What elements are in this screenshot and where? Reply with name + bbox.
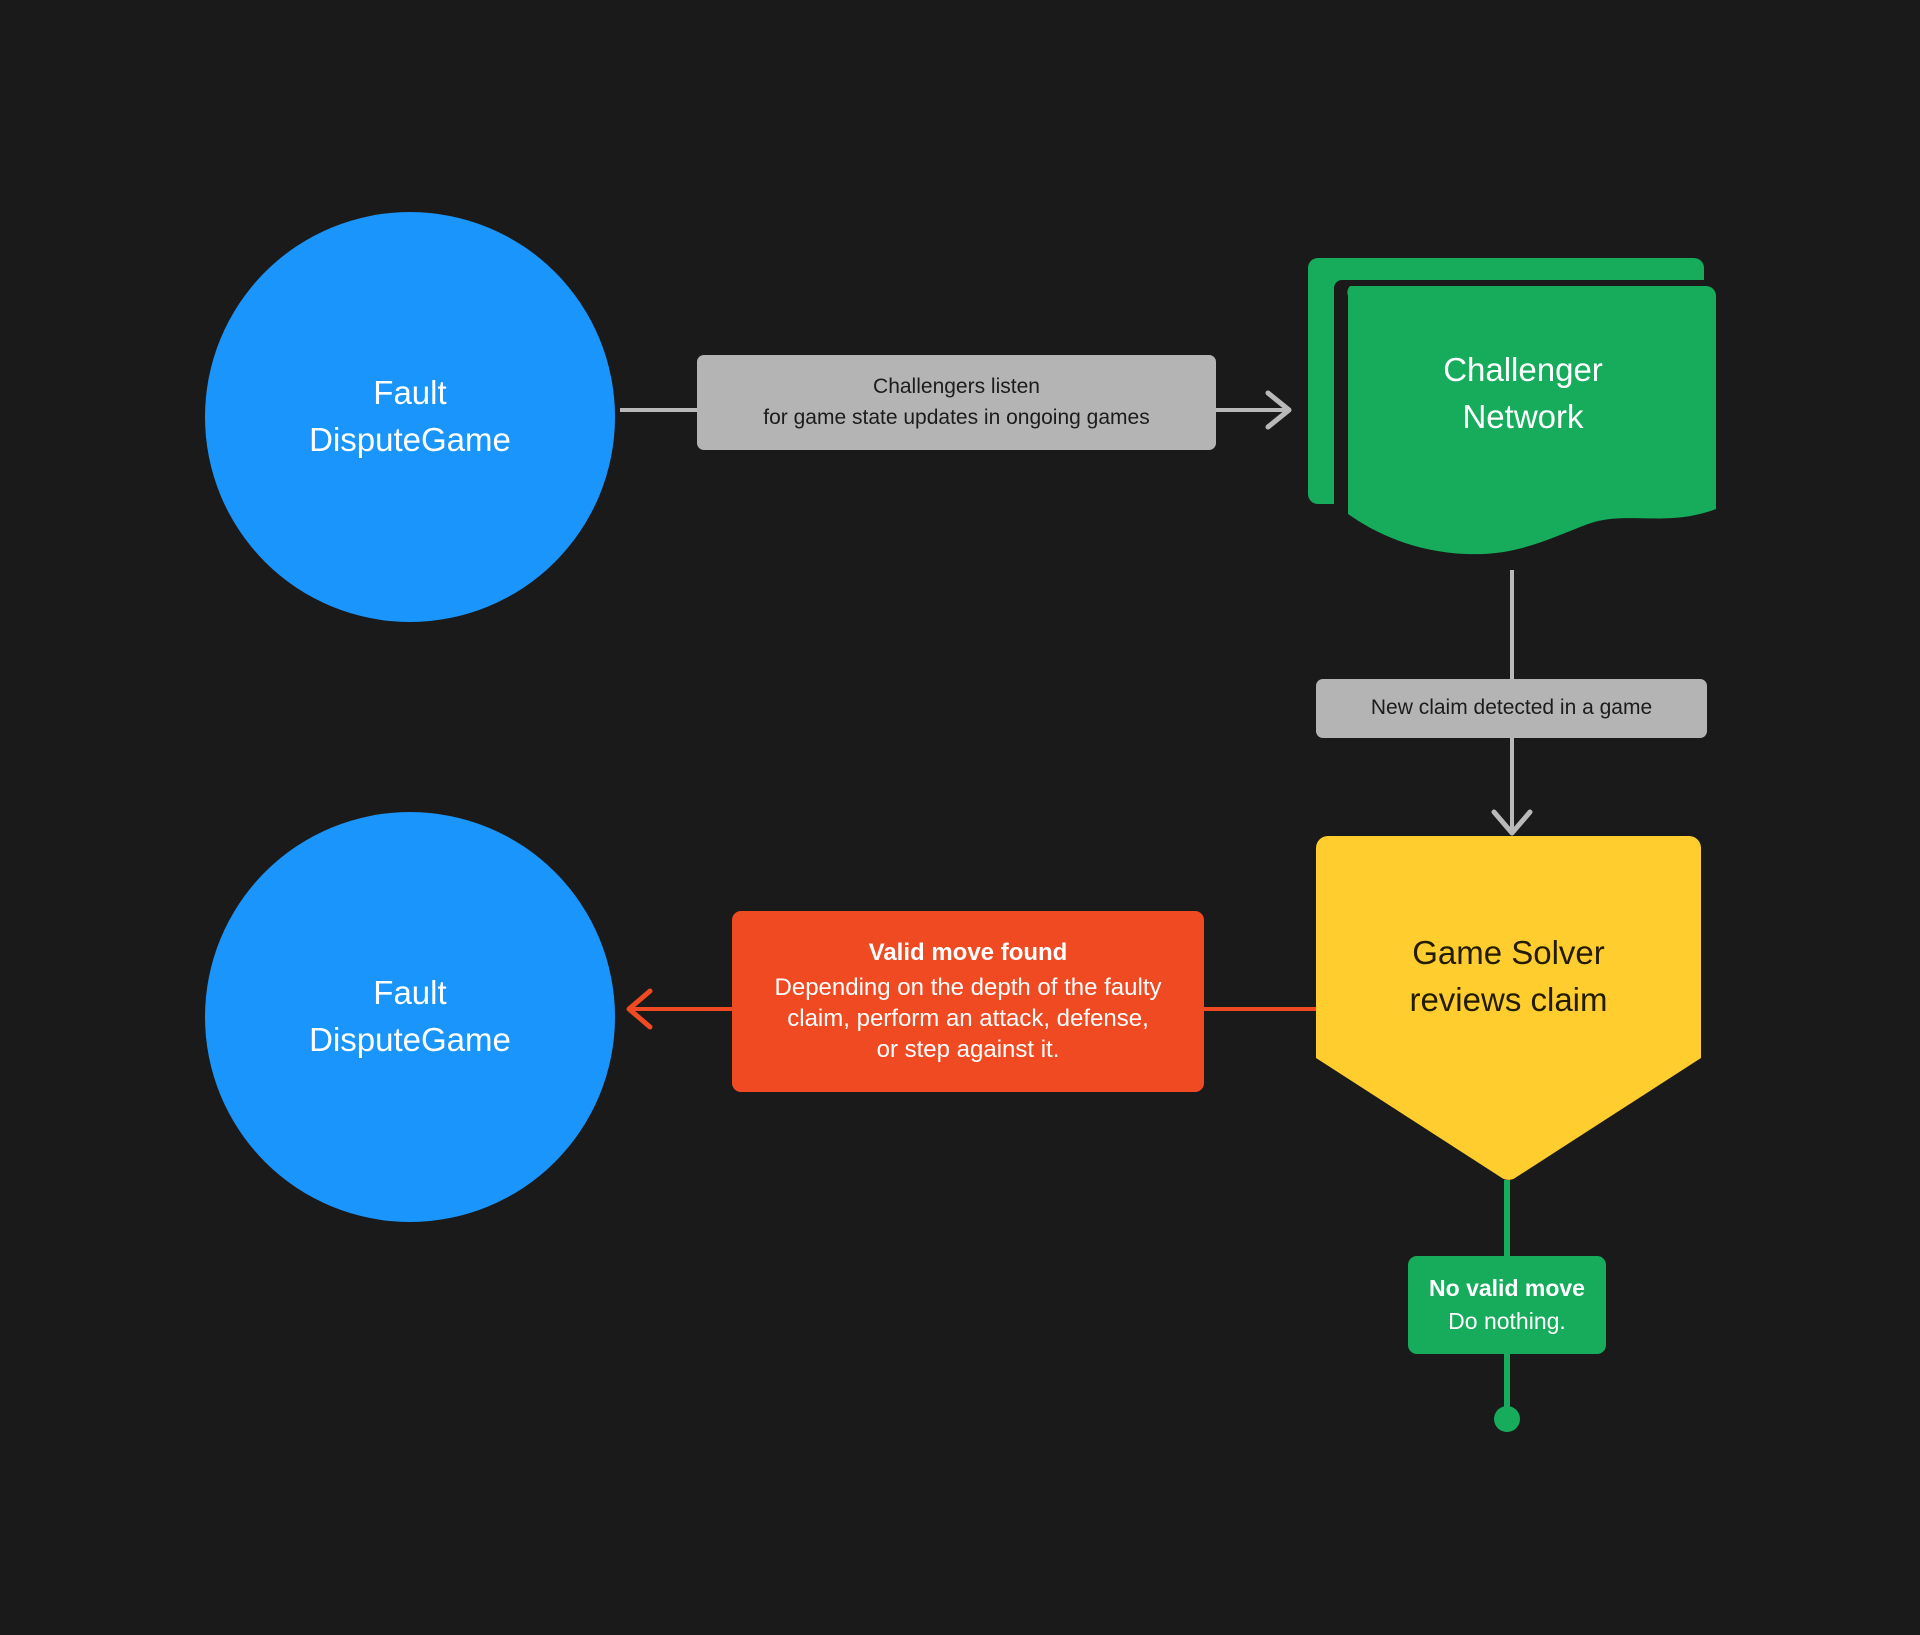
- node-label-line-1: Challenger: [1443, 351, 1603, 389]
- edge-label-line-1: New claim detected in a game: [1370, 696, 1653, 720]
- node-game-solver[interactable]: Game Solver reviews claim: [1316, 836, 1701, 1180]
- node-label-line-2: DisputeGame: [309, 1021, 511, 1058]
- node-fault-dispute-game-top[interactable]: Fault DisputeGame: [205, 212, 615, 622]
- edge-label-line-3: claim, perform an attack, defense,: [787, 1005, 1149, 1032]
- edge-label-line-2: Do nothing.: [1448, 1307, 1566, 1334]
- node-label-line-2: Network: [1462, 398, 1584, 435]
- edge-label-line-1: Challengers listen: [873, 375, 1040, 399]
- node-label-line-2: reviews claim: [1409, 981, 1608, 1018]
- edge-label-line-2: Depending on the depth of the faulty: [774, 973, 1162, 1001]
- edge-label-no-valid-move: No valid move Do nothing.: [1408, 1256, 1606, 1354]
- arrowhead-listen: [1265, 390, 1292, 430]
- edge-label-challengers-listen: Challengers listen for game state update…: [697, 355, 1216, 450]
- node-fault-dispute-game-bottom[interactable]: Fault DisputeGame: [205, 812, 615, 1222]
- node-label-line-1: Fault: [373, 374, 447, 412]
- node-label-line-1: Fault: [373, 974, 447, 1012]
- terminator-dot: [1494, 1406, 1520, 1432]
- edge-label-line-1: Valid move found: [868, 939, 1068, 967]
- pennant-shape-icon: [1316, 836, 1701, 1180]
- edge-label-line-2: for game state updates in ongoing games: [763, 405, 1150, 429]
- arrowhead-new-claim: [1491, 809, 1533, 836]
- edge-label-valid-move-found: Valid move found Depending on the depth …: [732, 911, 1204, 1092]
- node-challenger-network[interactable]: Challenger Network: [1306, 246, 1718, 566]
- arrowhead-valid-move: [626, 988, 653, 1030]
- edge-label-new-claim-detected: New claim detected in a game: [1316, 679, 1707, 738]
- edge-label-line-4: or step against it.: [876, 1036, 1060, 1064]
- edge-label-line-1: No valid move: [1429, 1274, 1585, 1301]
- node-label-line-1: Game Solver: [1412, 934, 1605, 972]
- stacked-document-icon: [1308, 258, 1718, 555]
- node-label-line-2: DisputeGame: [309, 421, 511, 458]
